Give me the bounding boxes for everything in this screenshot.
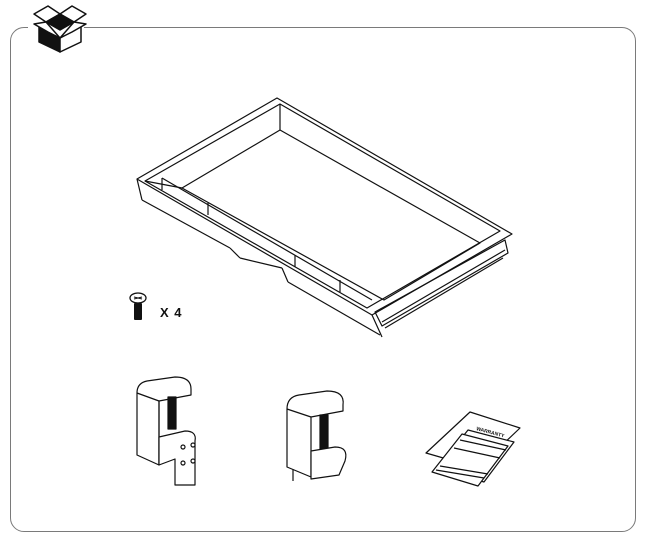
open-box-icon (33, 5, 87, 53)
parts-frame (10, 27, 636, 532)
clamp-with-bracket-illustration (136, 376, 196, 486)
drawer-tray-illustration (136, 97, 513, 338)
screw-icon (129, 292, 147, 320)
clamp-illustration (286, 390, 347, 481)
screw-quantity-label: X 4 (160, 305, 183, 320)
warranty-documents-illustration: WARRANTY (425, 411, 521, 487)
